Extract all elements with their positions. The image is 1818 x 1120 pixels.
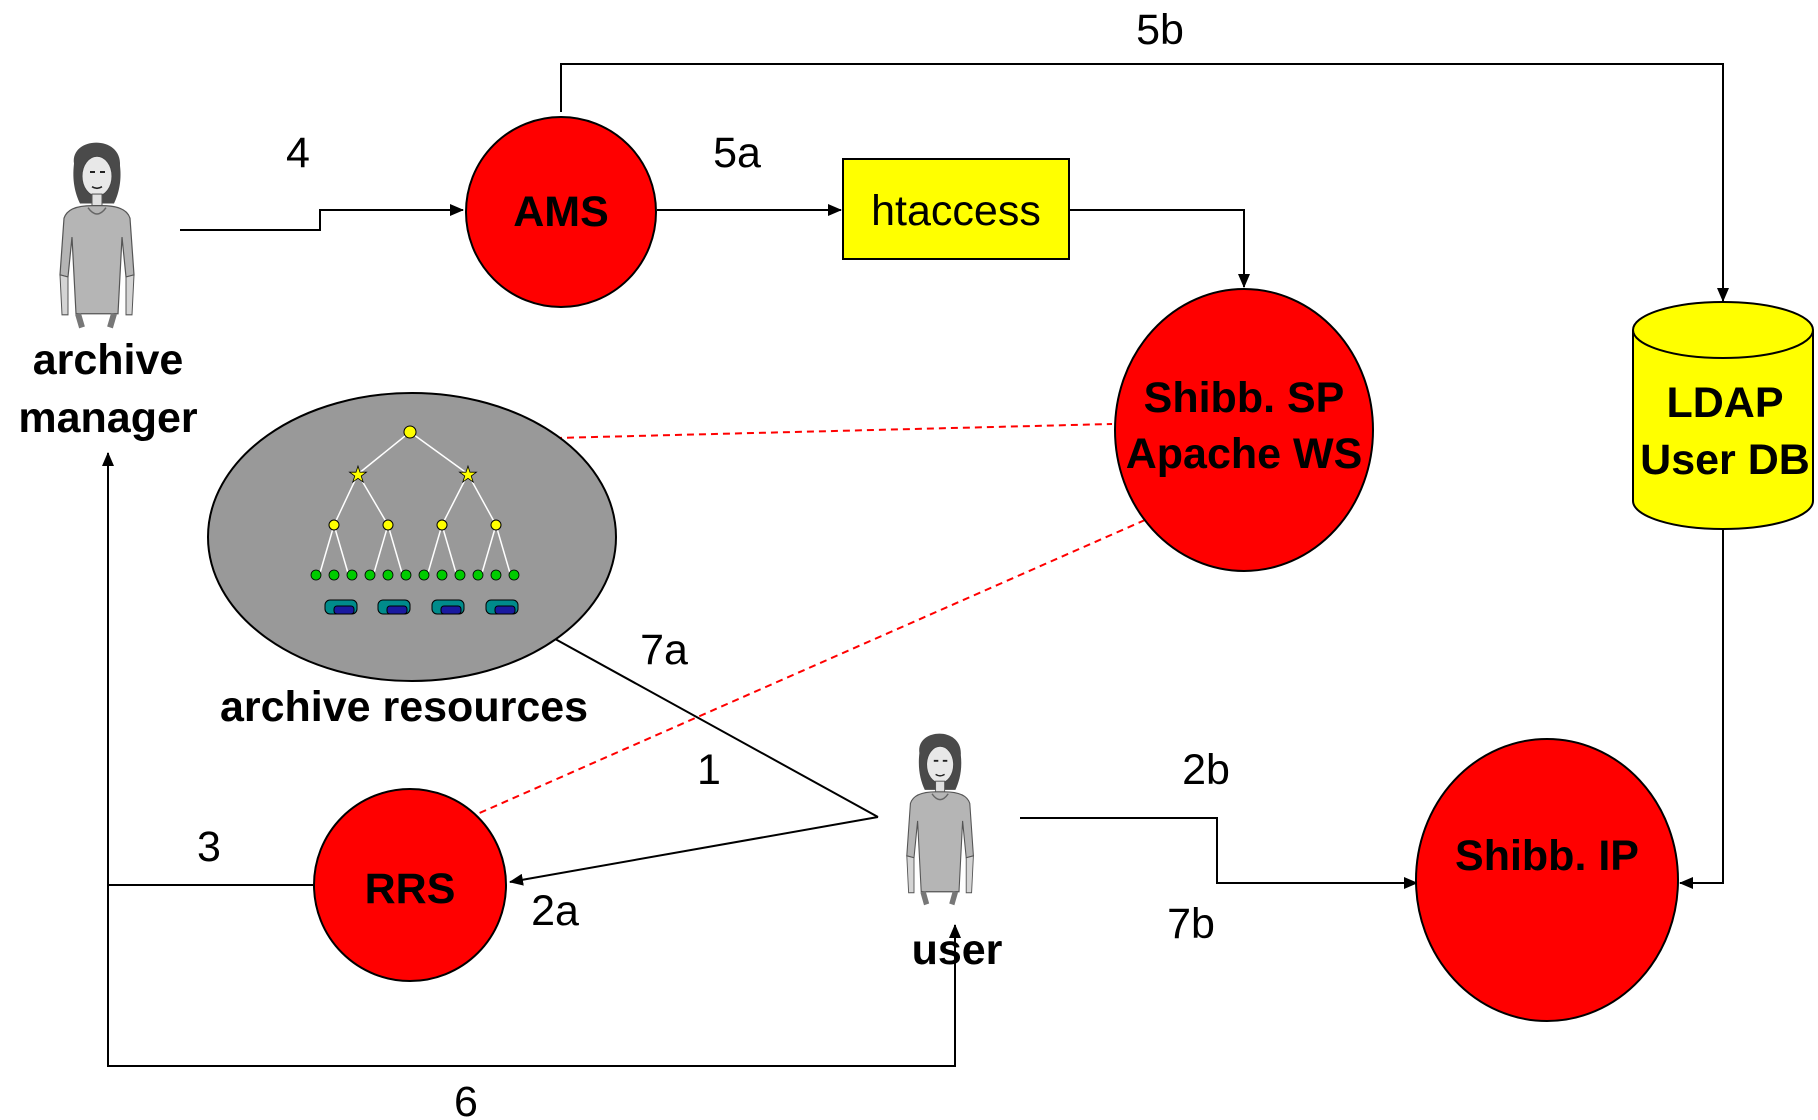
person-icon [907,734,974,905]
archive-manager-label-line2: manager [18,394,198,442]
shibb-ip-node[interactable]: Shibb. IP [1415,738,1679,1022]
dashed-links [474,423,1146,816]
label-2a: 2a [531,887,579,935]
edge-2b-7b [1020,817,1418,889]
tree-hierarchy-icon [319,431,511,574]
archive-manager-label-line1: archive [33,336,184,384]
label-5b: 5b [1136,6,1184,54]
ldap-label-line1: LDAP [1666,379,1783,427]
label-7b: 7b [1167,900,1215,948]
rrs-label: RRS [365,865,456,913]
edge-7a [507,612,879,818]
label-7a: 7a [640,626,688,674]
svg-text:★: ★ [458,463,478,488]
edge-htaccess-sp [1069,209,1250,288]
label-5a: 5a [713,129,761,177]
edge-ldap-ip [1679,529,1724,889]
ams-label: AMS [513,188,609,236]
ams-node[interactable]: AMS [465,116,657,308]
user-label: user [912,926,1003,974]
edge-5b [560,63,1729,302]
rrs-node[interactable]: RRS [313,788,507,982]
label-4: 4 [286,129,310,177]
dashed-link-sp-archive [554,423,1113,439]
ldap-node[interactable]: LDAP User DB [1632,301,1814,530]
archive-resources-node[interactable]: ★ ★ archive resources [207,392,617,731]
label-6: 6 [454,1078,478,1120]
shibb-sp-node[interactable]: Shibb. SP Apache WS [1114,288,1374,572]
connector-lines [102,63,1729,1067]
htaccess-node[interactable]: htaccess [842,158,1070,260]
user-actor[interactable]: user [907,734,1003,974]
archive-resources-label: archive resources [220,683,588,731]
archive-manager-actor[interactable]: archive manager [18,143,198,442]
person-icon [60,143,134,328]
shibb-sp-label-line1: Shibb. SP [1144,374,1345,422]
label-2b: 2b [1182,746,1230,794]
label-3: 3 [197,823,221,871]
dashed-link-sp-rrs [474,519,1146,816]
ldap-label-line2: User DB [1640,436,1810,484]
svg-text:★: ★ [348,463,368,488]
label-1: 1 [697,746,721,794]
edge-2a [509,816,879,886]
edge-6 [107,885,961,1067]
shibb-ip-label: Shibb. IP [1455,832,1639,880]
htaccess-label: htaccess [871,187,1041,235]
storage-icon [324,599,519,615]
edge-labels: 5b 4 5a 7a 1 2b 3 2a 7b 6 [197,6,1230,1120]
edge-4 [180,204,464,231]
shibb-sp-label-line2: Apache WS [1126,430,1363,478]
